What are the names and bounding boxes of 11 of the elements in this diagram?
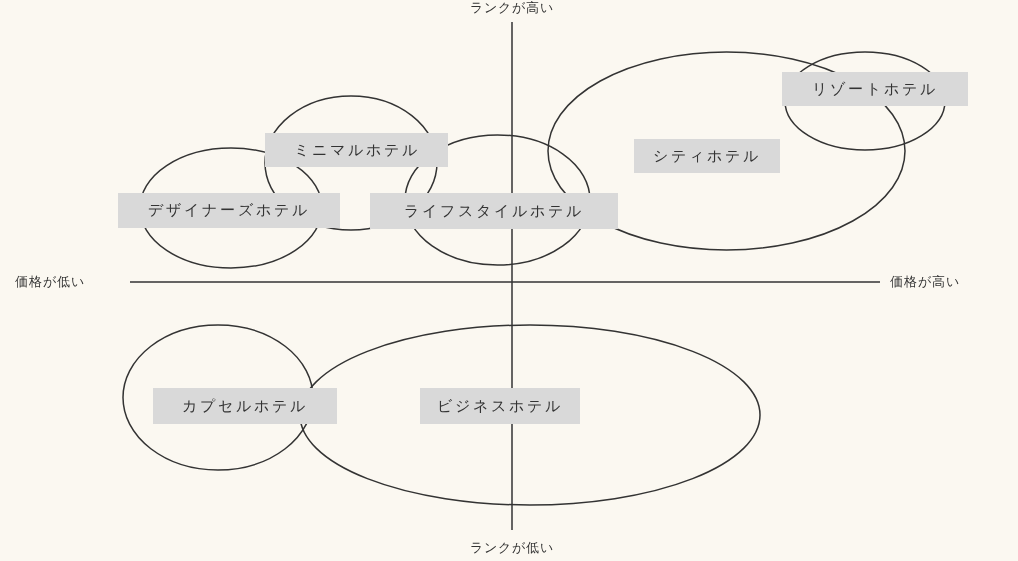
axis-label: ランクが高い [470, 0, 554, 17]
category-label: カプセルホテル [153, 388, 337, 424]
axis-label: 価格が低い [15, 273, 85, 291]
category-label: シティホテル [634, 139, 780, 173]
category-label: ビジネスホテル [420, 388, 580, 424]
category-label: ライフスタイルホテル [370, 193, 618, 229]
category-label: リゾートホテル [782, 72, 968, 106]
category-label: デザイナーズホテル [118, 193, 340, 228]
axis-label: ランクが低い [470, 539, 554, 557]
axis-label: 価格が高い [890, 273, 960, 291]
category-label: ミニマルホテル [265, 133, 448, 167]
